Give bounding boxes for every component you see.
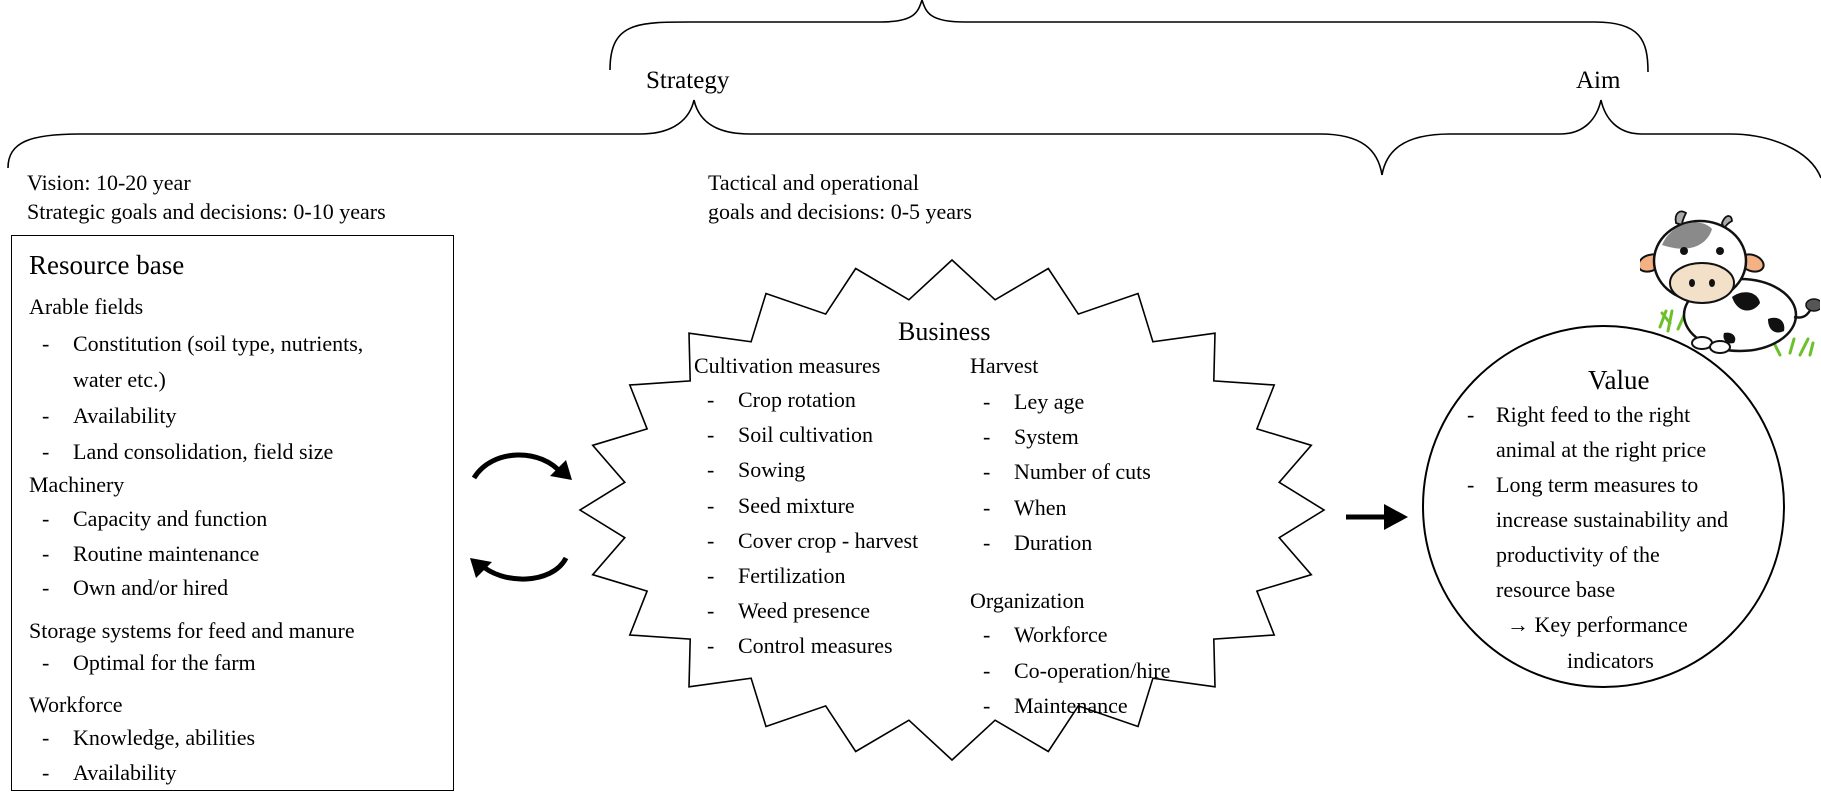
cultivation-heading: Cultivation measures <box>694 353 881 378</box>
tactical-line-1: Tactical and operational <box>708 170 920 195</box>
arable-fields-list: -Constitution (soil type, nutrients,wate… <box>29 326 449 470</box>
strategy-label: Strategy <box>646 67 730 94</box>
list-item: -System <box>983 424 1079 450</box>
list-item: -Own and/or hired <box>42 575 229 600</box>
business-title: Business <box>898 317 991 346</box>
vision-line: Vision: 10-20 year <box>27 170 191 195</box>
list-item: -Fertilization <box>707 563 846 589</box>
machinery-heading: Machinery <box>29 472 125 497</box>
value-bullet-1: - <box>1467 402 1475 427</box>
list-item: -Routine maintenance <box>42 540 260 566</box>
list-item: -Co-operation/hire <box>983 657 1171 683</box>
tactical-line-2: goals and decisions: 0-5 years <box>708 199 972 224</box>
cultivation-list: -Crop rotation -Soil cultivation -Sowing… <box>694 382 918 664</box>
list-item: -Knowledge, abilities <box>42 725 256 750</box>
organization-heading: Organization <box>970 588 1085 613</box>
value-item-2-line-4: resource base <box>1496 577 1616 602</box>
continuation-text: water etc.) <box>73 367 166 392</box>
list-item: -Capacity and function <box>42 506 268 531</box>
list-item: -Soil cultivation <box>707 422 874 448</box>
value-item-2-line-2: increase sustainability and <box>1496 507 1729 532</box>
kpi-line-1: → Key performance <box>1507 612 1688 637</box>
value-circle <box>1422 325 1785 688</box>
aim-brace <box>1381 99 1821 179</box>
strategy-brace <box>7 99 1383 176</box>
list-item: -Seed mixture <box>707 492 855 518</box>
list-item: -When <box>983 494 1067 520</box>
right-arrow-icon <box>1346 504 1408 530</box>
strategic-goals-line: Strategic goals and decisions: 0-10 year… <box>27 199 386 224</box>
workforce-list: -Knowledge, abilities -Availability <box>29 720 255 790</box>
list-item: -Weed presence <box>707 598 870 624</box>
list-item: -Maintenance <box>983 693 1128 718</box>
aim-label: Aim <box>1576 67 1621 94</box>
resource-base-box <box>11 235 454 791</box>
value-bullet-2: - <box>1467 472 1475 497</box>
business-star-shape <box>578 258 1326 762</box>
circular-arrows-icon <box>470 452 572 582</box>
list-item: -Cover crop - harvest <box>707 527 919 553</box>
cow-icon <box>1640 210 1820 357</box>
list-item: -Availability <box>42 760 177 785</box>
organization-list: -Workforce -Co-operation/hire -Maintenan… <box>970 617 1170 724</box>
list-item: -Duration <box>983 529 1093 555</box>
list-item: -Optimal for the farm <box>42 650 256 675</box>
value-item-2-line-3: productivity of the <box>1496 542 1660 567</box>
top-brace <box>609 0 1649 73</box>
list-item: -Workforce <box>983 622 1108 647</box>
list-item: -Number of cuts <box>983 459 1151 485</box>
harvest-heading: Harvest <box>970 353 1039 378</box>
value-item-1-line-2: animal at the right price <box>1496 437 1707 462</box>
machinery-list: -Capacity and function -Routine maintena… <box>29 502 267 606</box>
list-item: -Ley age <box>983 389 1085 414</box>
value-item-1-line-1: Right feed to the right <box>1496 402 1691 427</box>
value-title: Value <box>1588 365 1650 395</box>
list-item: -Land consolidation, field size <box>42 439 334 464</box>
storage-heading: Storage systems for feed and manure <box>29 618 355 643</box>
storage-list: -Optimal for the farm <box>29 647 256 679</box>
kpi-line-2: indicators <box>1567 648 1654 673</box>
workforce-heading: Workforce <box>29 692 123 717</box>
list-item: -Sowing <box>707 457 806 483</box>
list-item: -Availability <box>42 403 177 428</box>
value-item-2-line-1: Long term measures to <box>1496 472 1699 497</box>
arable-fields-heading: Arable fields <box>29 294 144 319</box>
resource-base-title: Resource base <box>29 250 185 280</box>
list-item: -Crop rotation <box>707 387 856 412</box>
list-item: -Control measures <box>707 633 893 659</box>
harvest-list: -Ley age -System -Number of cuts -When -… <box>970 384 1151 560</box>
list-item: -Constitution (soil type, nutrients,wate… <box>42 331 364 392</box>
